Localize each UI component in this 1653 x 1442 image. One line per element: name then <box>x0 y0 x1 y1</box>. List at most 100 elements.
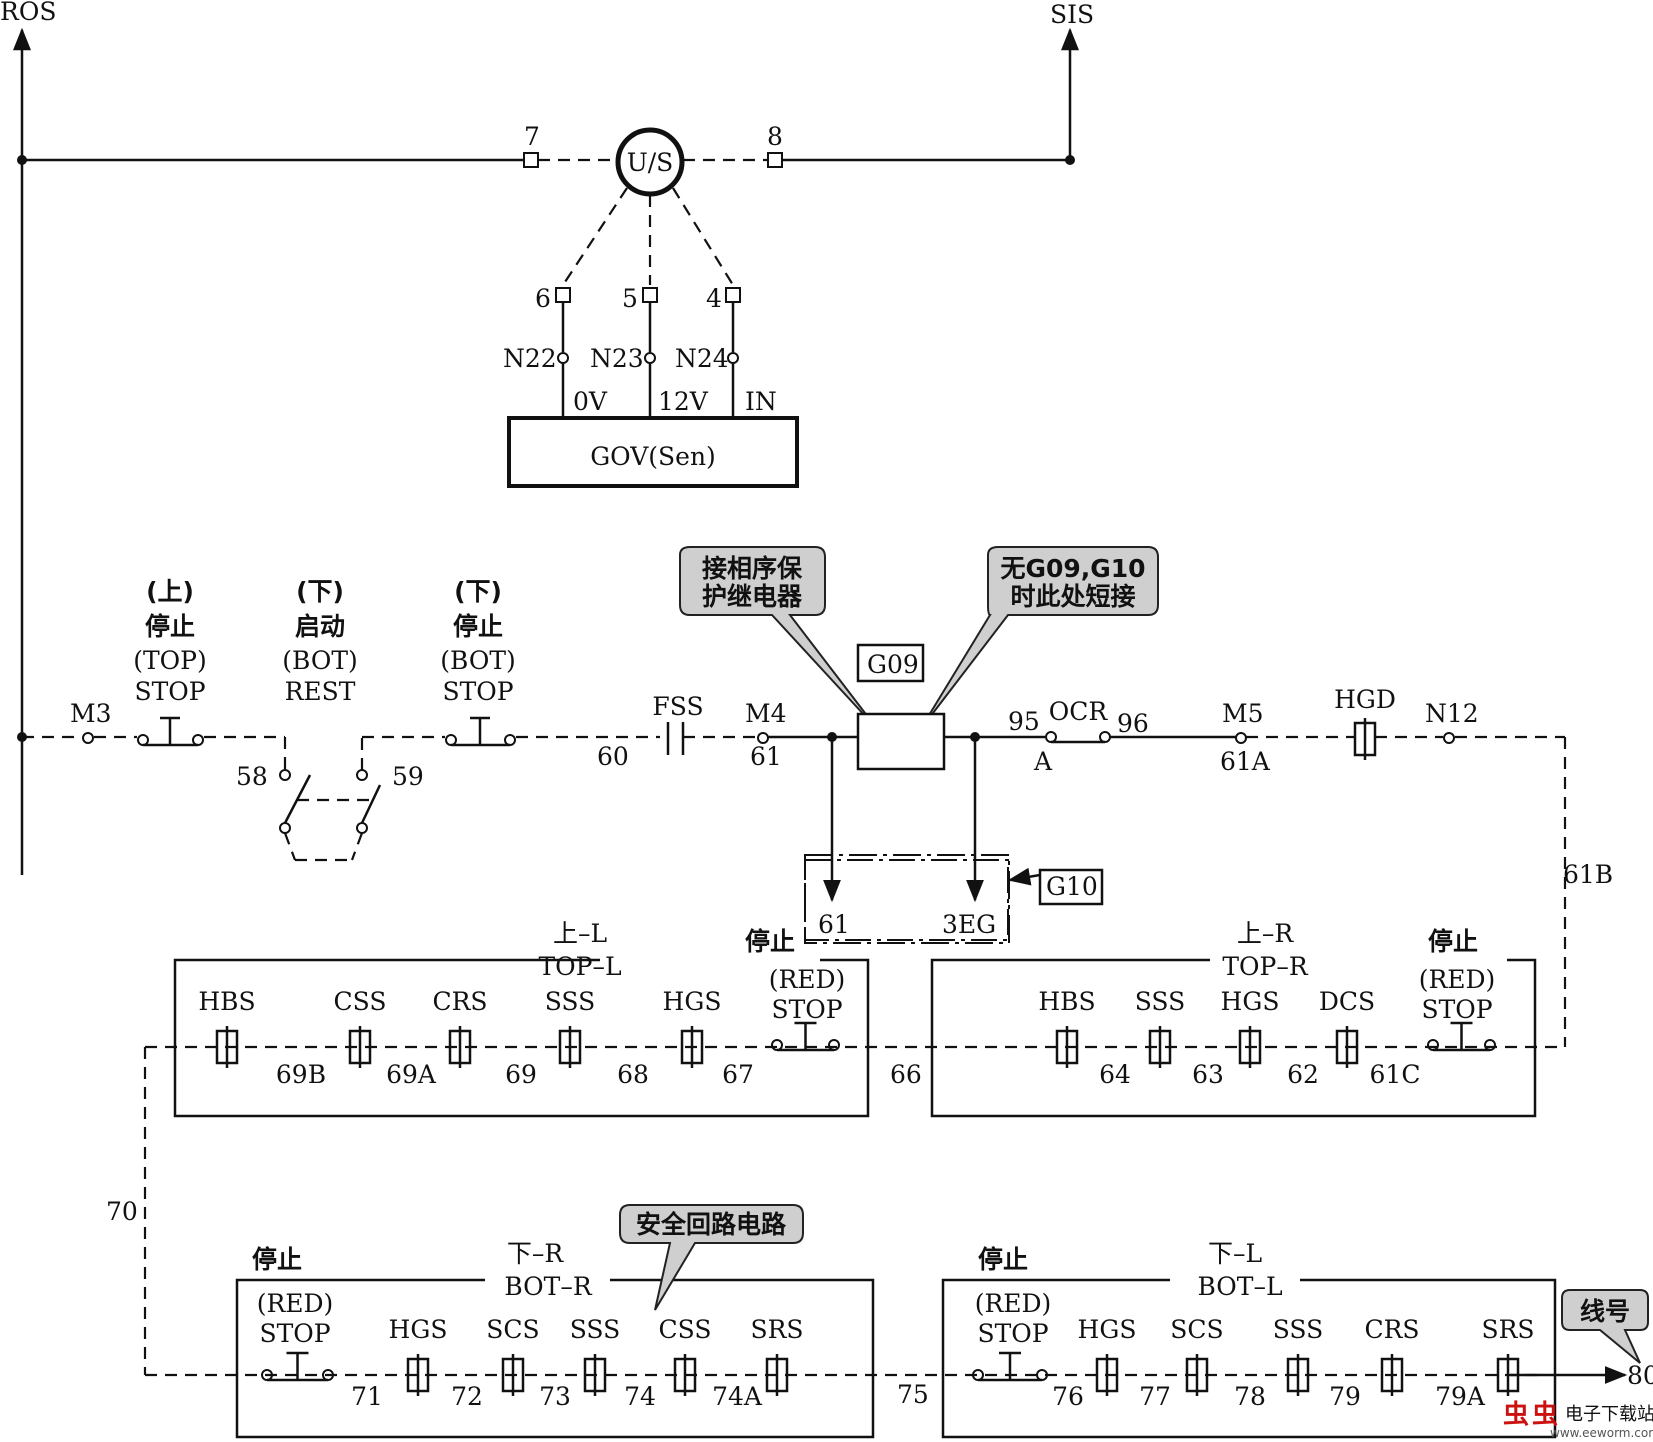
terminal-7-label: 7 <box>524 122 540 151</box>
top-l-sss-label: SSS <box>545 987 596 1016</box>
svg-text:虫: 虫 <box>1503 1400 1529 1430</box>
g09-label: G09 <box>867 650 919 679</box>
bot-r-scs-label: SCS <box>486 1315 539 1344</box>
top-stop-button: (上) 停止 (TOP) STOP <box>133 577 207 747</box>
g10-terminal-61: 61 <box>818 910 850 939</box>
g10-module: 61 3EG G10 <box>804 737 1104 944</box>
wire-number-callout-text: 线号 <box>1580 1297 1630 1326</box>
bot-l-scs-label: SCS <box>1170 1315 1223 1344</box>
top-r-red-stop-button <box>1427 1021 1496 1052</box>
bot-l-srs-label: SRS <box>1481 1315 1534 1344</box>
bot-l-wire-3: 79 <box>1329 1382 1361 1411</box>
top-l-css-label: CSS <box>334 987 387 1016</box>
top-l-crs-contact: CRS <box>432 987 488 1068</box>
bot-l-crs-contact: CRS <box>1364 1315 1420 1396</box>
svg-text:停止: 停止 <box>453 612 503 641</box>
bot-l-sss-label: SSS <box>1273 1315 1324 1344</box>
top-l-crs-label: CRS <box>432 987 487 1016</box>
bot-r-sss-contact: SSS <box>570 1315 621 1396</box>
terminal-5 <box>642 287 658 303</box>
bot-r-wire-0: 71 <box>351 1382 383 1411</box>
callout-short-note: 无G09,G10 时此处短接 <box>919 546 1159 731</box>
bot-r-sss-label: SSS <box>570 1315 621 1344</box>
bot-l-srs-contact: SRS <box>1481 1315 1535 1396</box>
ros-label: ROS <box>0 0 56 26</box>
ocr-contact: OCR 95 96 A <box>1008 697 1149 776</box>
top-l-wire-2: 69 <box>505 1060 537 1089</box>
top-l-stop-cn: 停止 <box>745 927 795 956</box>
terminal-7 <box>523 152 539 168</box>
svg-text:启动: 启动 <box>295 612 345 641</box>
bot-l-wire-0: 76 <box>1052 1382 1084 1411</box>
top-r-wire-3: 61C <box>1370 1060 1421 1089</box>
top-l-sss-contact: SSS <box>545 987 596 1068</box>
svg-text:(上): (上) <box>146 577 194 606</box>
g10-terminal-3eg: 3EG <box>942 910 996 939</box>
m3-terminal <box>82 732 94 744</box>
bot-r-title: BOT–R <box>504 1272 593 1301</box>
terminal-8-label: 8 <box>767 122 783 151</box>
top-r-sss-label: SSS <box>1135 987 1186 1016</box>
bot-stop-button: (下) 停止 (BOT) STOP <box>440 577 516 747</box>
n12-label: N12 <box>1425 699 1479 728</box>
bot-r-wire-2: 73 <box>539 1382 571 1411</box>
top-r-stop-cn: 停止 <box>1428 927 1478 956</box>
sis-label: SIS <box>1050 0 1094 29</box>
bot-l-stop-cn: 停止 <box>978 1245 1028 1274</box>
top-r-dcs-contact: DCS <box>1319 987 1375 1068</box>
top-r-hbs-label: HBS <box>1038 987 1095 1016</box>
top-r-hbs-contact: HBS <box>1038 987 1096 1068</box>
svg-text:虫: 虫 <box>1532 1400 1558 1430</box>
bot-l-sss-contact: SSS <box>1273 1315 1324 1396</box>
top-r-wire-0: 64 <box>1099 1060 1131 1089</box>
wire-66: 66 <box>890 1060 922 1089</box>
us-label: U/S <box>627 148 674 177</box>
main-line: M3 (上) 停止 (TOP) STOP 58 (下) 启动 (BOT) RES… <box>17 577 1613 1047</box>
n23-label: N23 <box>590 344 644 373</box>
bot-l-title: BOT–L <box>1197 1272 1282 1301</box>
bot-r-srs-label: SRS <box>750 1315 803 1344</box>
phase-relay-line2: 护继电器 <box>702 582 803 611</box>
watermark: 虫 虫 电子下载站 www.eeworm.com <box>1503 1400 1653 1440</box>
us-switch-circle <box>615 127 685 197</box>
gov-label: GOV(Sen) <box>590 442 716 471</box>
fss-contact: FSS <box>652 692 763 755</box>
bot-l-crs-label: CRS <box>1364 1315 1419 1344</box>
top-l-stop-label: STOP <box>771 995 842 1024</box>
top-r-stop-label: STOP <box>1421 995 1492 1024</box>
m5-label: M5 <box>1222 699 1264 728</box>
svg-text:(下): (下) <box>454 577 502 606</box>
watermark-text: 电子下载站 <box>1565 1404 1653 1425</box>
n22-label: N22 <box>503 344 557 373</box>
wire-70: 70 <box>106 1197 138 1226</box>
terminal-4-label: 4 <box>706 284 722 313</box>
short-note-line1: 无G09,G10 <box>1000 554 1145 583</box>
svg-text:(BOT): (BOT) <box>440 646 516 675</box>
bot-l-scs-contact: SCS <box>1170 1315 1224 1396</box>
bot-r-css-label: CSS <box>659 1315 712 1344</box>
g09-box <box>856 712 946 771</box>
overspeed-sensor-circuit: 7 U/S 8 6 5 4 N22 N23 N24 0V 12V IN <box>17 122 1075 488</box>
top-l-title-cn: 上–L <box>553 919 607 948</box>
wire-58: 58 <box>236 762 268 791</box>
bot-r-stop-label: STOP <box>259 1319 330 1348</box>
top-l-wire-3: 68 <box>617 1060 649 1089</box>
top-l-wire-1: 69A <box>386 1060 437 1089</box>
safety-callout-text: 安全回路电路 <box>636 1210 787 1239</box>
terminal-5-label: 5 <box>622 284 638 313</box>
bot-r-hgs-contact: HGS <box>389 1315 447 1396</box>
hgd-label: HGD <box>1334 685 1396 714</box>
bot-r-wire-3: 74 <box>624 1382 656 1411</box>
wire-61: 61 <box>750 742 782 771</box>
terminal-6-label: 6 <box>535 284 551 313</box>
top-l-hgs-label: HGS <box>663 987 722 1016</box>
top-l-hbs-label: HBS <box>198 987 255 1016</box>
terminal-8 <box>767 152 783 168</box>
m3-label: M3 <box>70 699 112 728</box>
bot-r-scs-contact: SCS <box>486 1315 540 1396</box>
bot-l-stop-label: STOP <box>977 1319 1048 1348</box>
